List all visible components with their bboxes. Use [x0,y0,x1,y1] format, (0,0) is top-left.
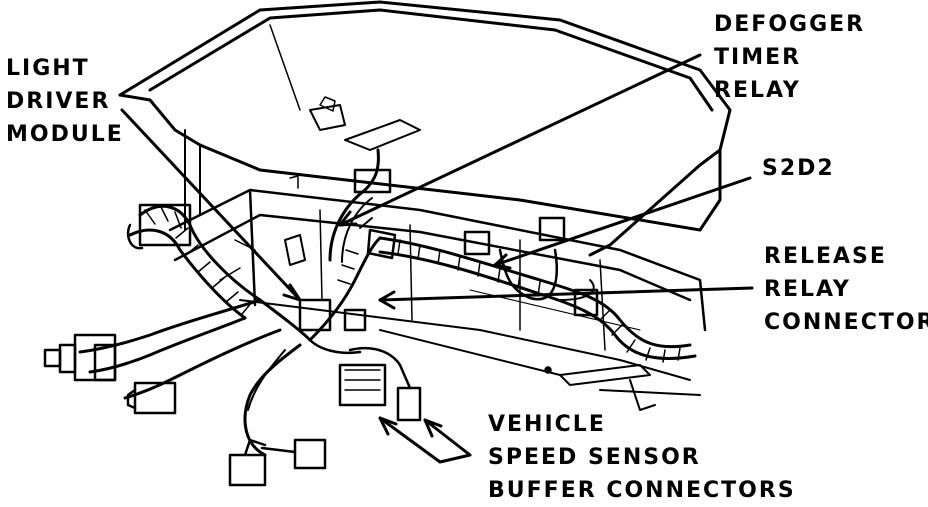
label-line: RELAY [714,78,801,103]
connector-bottom-middle [293,438,327,470]
label-line: DRIVER [6,89,111,114]
leader-release-relay-connector [378,286,754,302]
vss-buffer-connectors [338,346,422,422]
label-vehicle-speed-sensor-buffer-connectors: VEHICLE SPEED SENSOR BUFFER CONNECTORS [488,408,796,507]
label-line: LIGHT [6,56,90,81]
leader-lines [120,53,754,464]
label-line: RELEASE [764,244,887,269]
label-line: BUFFER CONNECTORS [488,478,796,503]
light-driver-module-part [298,298,332,332]
misc-details [289,96,641,374]
label-s2d2: S2D2 [762,152,835,185]
label-line: CONNECTOR [764,310,928,335]
s2d2-part [463,230,491,256]
harness-spiral-wrap [144,204,681,363]
components [298,168,599,332]
label-release-relay-connector: RELEASE RELAY CONNECTOR [764,240,928,339]
release-relay-part [573,288,599,317]
leader-light-driver-module [120,108,302,302]
connector-left-lower [133,381,177,415]
connector-upper-left [138,203,192,247]
leader-defogger-timer-relay [338,53,702,227]
release-relay-connector-part [343,308,367,332]
label-line: VEHICLE [488,412,606,437]
vss-connector-1 [338,363,387,407]
wiring-harness [78,148,697,457]
rear-body-panel [168,188,707,411]
deck-lid [118,0,732,257]
connector-bottom-left [228,453,267,487]
label-line: RELAY [764,277,851,302]
s2d2-part-2 [538,216,566,242]
label-line: TIMER [714,45,802,70]
leader-vss-1 [378,416,472,464]
leader-vss-2 [423,418,472,457]
label-line: DEFOGGER [714,12,866,37]
defogger-timer-relay-part [353,168,392,194]
left-connectors [43,203,327,487]
label-line: S2D2 [762,156,835,181]
label-line: MODULE [6,122,124,147]
leader-s2d2 [493,176,752,267]
label-light-driver-module: LIGHT DRIVER MODULE [6,52,124,151]
vss-connector-2 [396,386,422,422]
label-line: SPEED SENSOR [488,445,701,470]
label-defogger-timer-relay: DEFOGGER TIMER RELAY [714,8,865,107]
